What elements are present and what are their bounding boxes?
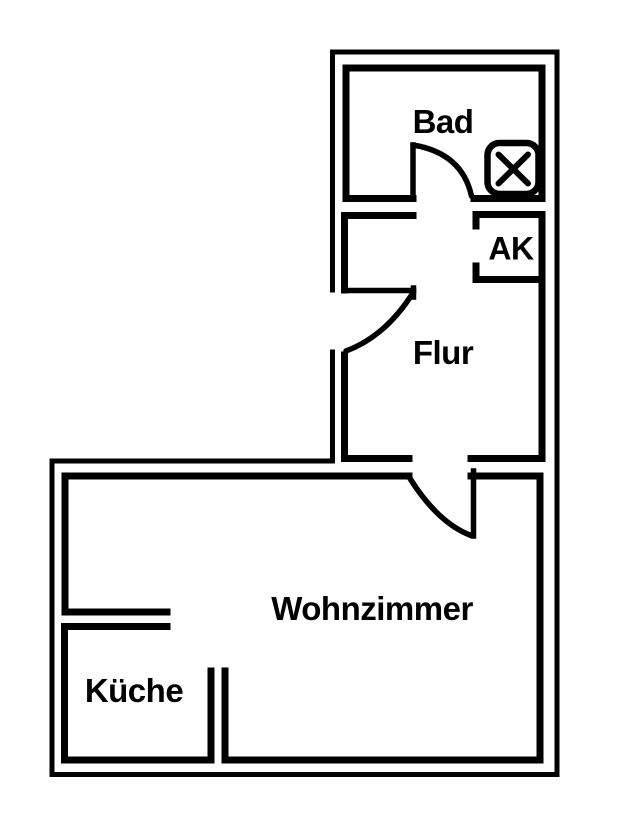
room-label-bad: Bad	[412, 103, 474, 140]
entrance-door-swing-icon	[342, 285, 417, 354]
flur-top-left-wall	[341, 212, 417, 294]
wohnzimmer-right-walls	[221, 472, 544, 764]
ak-bottom-wall	[472, 262, 546, 283]
room-label-wohnzimmer: Wohnzimmer	[271, 590, 473, 627]
crossed-box-window-icon	[484, 139, 542, 198]
kueche-room-walls	[61, 623, 215, 764]
bad-door-swing-icon	[410, 142, 475, 201]
bad-room-walls	[342, 64, 546, 202]
wohnzimmer-left-walls	[61, 472, 413, 616]
room-label-ak: AK	[488, 230, 534, 267]
room-label-kueche: Küche	[84, 672, 184, 709]
wohnzimmer-door-swing-icon	[407, 468, 477, 539]
flur-bottom-left-wall	[341, 351, 413, 462]
room-label-flur: Flur	[412, 334, 474, 371]
flur-right-and-ak-top-wall	[467, 211, 546, 462]
outer-boundary-wall	[49, 49, 560, 777]
